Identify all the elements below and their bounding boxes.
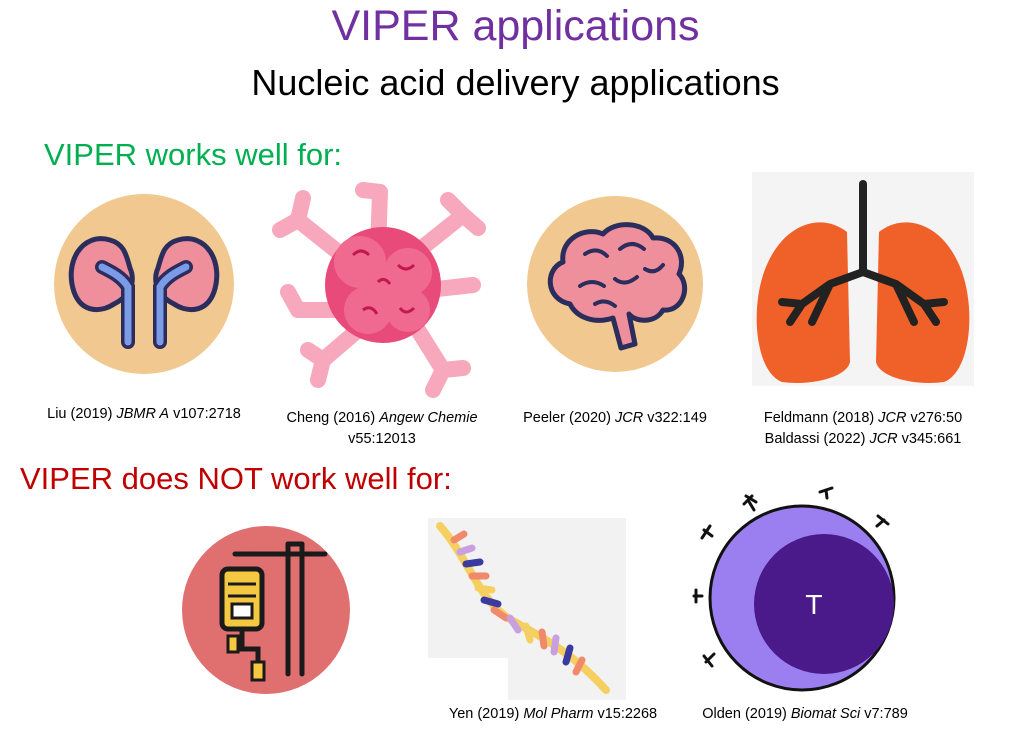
lungs-icon bbox=[752, 172, 974, 386]
citation-kidney: Liu (2019) JBMR A v107:2718 bbox=[47, 406, 241, 422]
citation-t-cell: Olden (2019) Biomat Sci v7:789 bbox=[702, 706, 908, 722]
tumor-cell-icon bbox=[272, 182, 486, 398]
citation-lungs: Feldmann (2018) JCR v276:50 Baldassi (20… bbox=[763, 410, 963, 447]
brain-icon bbox=[527, 196, 703, 372]
t-cell-icon: T bbox=[692, 486, 896, 692]
not-work-well-heading: VIPER does NOT work well for: bbox=[20, 461, 452, 496]
t-cell-label: T bbox=[805, 591, 822, 621]
citation-brain: Peeler (2020) JCR v322:149 bbox=[523, 410, 707, 426]
iv-drip-icon bbox=[182, 526, 350, 694]
rna-strand-icon bbox=[428, 518, 626, 700]
page-subtitle: Nucleic acid delivery applications bbox=[251, 62, 780, 103]
page-title: VIPER applications bbox=[331, 2, 700, 50]
citation-rna: Yen (2019) Mol Pharm v15:2268 bbox=[448, 706, 658, 722]
citation-tumor: Cheng (2016) Angew Chemie v55:12013 bbox=[286, 410, 478, 447]
works-well-heading: VIPER works well for: bbox=[44, 137, 343, 172]
kidney-icon bbox=[54, 194, 234, 374]
